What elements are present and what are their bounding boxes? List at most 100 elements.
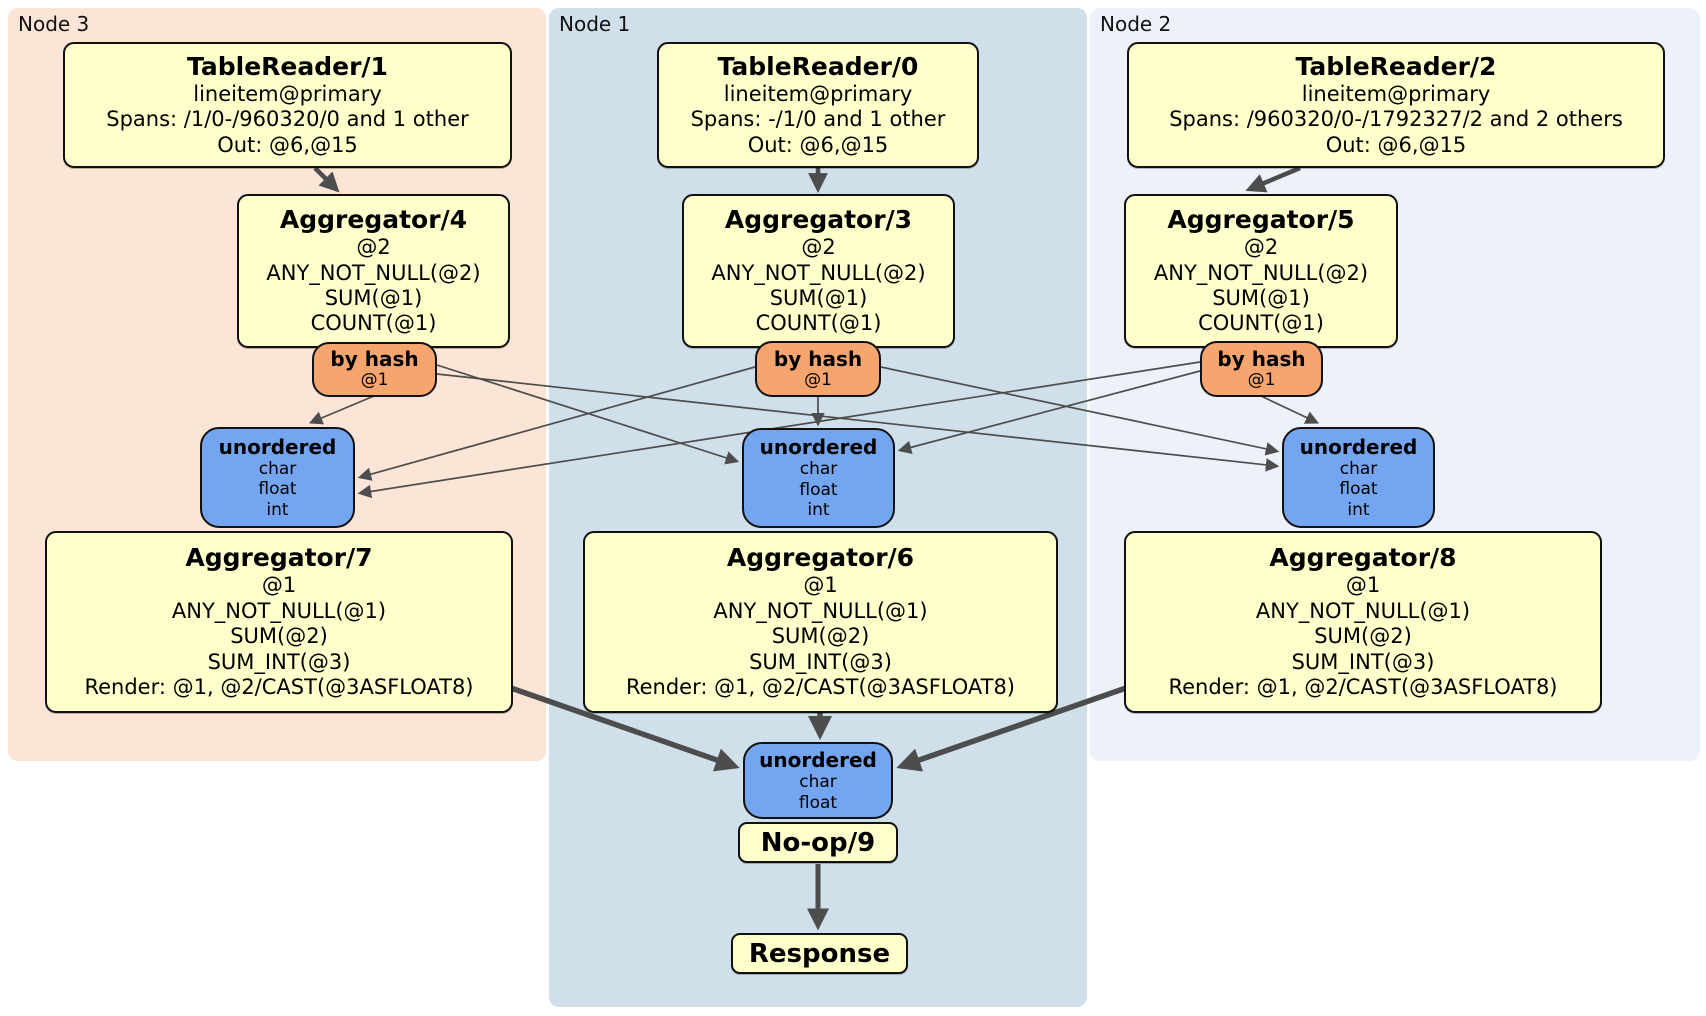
processor-row: lineitem@primary — [1301, 81, 1491, 106]
edge-tr2-agg5 — [1245, 165, 1301, 193]
sync-row: float — [258, 479, 297, 500]
processor-title: Aggregator/6 — [726, 543, 915, 573]
unordered-sync-node1: unordered char float int — [742, 428, 895, 528]
processor-row: Out: @6,@15 — [1325, 132, 1467, 157]
router-row: @1 — [360, 370, 389, 391]
processor-row: ANY_NOT_NULL(@2) — [711, 260, 926, 285]
processor-row: SUM_INT(@3) — [749, 649, 892, 674]
sync-row: int — [1347, 499, 1370, 520]
processor-row: COUNT(@1) — [755, 311, 882, 336]
edge-h2-u3 — [357, 361, 1201, 499]
sync-title: unordered — [218, 434, 337, 459]
tablereader-2-box: TableReader/2 lineitem@primary Spans: /9… — [1127, 42, 1665, 168]
edge-h1-u3 — [357, 366, 756, 481]
processor-row: COUNT(@1) — [310, 311, 437, 336]
node2-label: Node 2 — [1100, 12, 1172, 36]
processor-row: Out: @6,@15 — [217, 132, 358, 157]
processor-row: Spans: -/1/0 and 1 other — [690, 107, 946, 132]
processor-row: ANY_NOT_NULL(@1) — [1255, 598, 1471, 623]
processor-title: Aggregator/3 — [724, 205, 913, 235]
processor-row: SUM(@2) — [230, 624, 328, 649]
router-row: @1 — [1247, 369, 1276, 390]
processor-row: ANY_NOT_NULL(@2) — [1153, 260, 1369, 285]
processor-row: Out: @6,@15 — [747, 132, 889, 157]
processor-row: SUM(@2) — [771, 624, 870, 649]
edge-h3-u2 — [436, 373, 1280, 472]
processor-row: lineitem@primary — [723, 81, 913, 106]
sync-title: unordered — [759, 435, 878, 460]
sync-row: float — [799, 479, 838, 500]
processor-row: ANY_NOT_NULL(@2) — [266, 260, 481, 285]
hash-router-node2: by hash @1 — [1200, 341, 1323, 397]
edge-h2-u1 — [897, 370, 1201, 454]
processor-row: @2 — [801, 235, 836, 260]
processor-row: SUM(@1) — [769, 286, 868, 310]
edge-h3-u1 — [436, 364, 740, 465]
processor-row: SUM(@1) — [1212, 286, 1310, 310]
processor-row: Render: @1, @2/CAST(@3ASFLOAT8) — [1168, 675, 1558, 700]
processor-row: SUM(@2) — [1314, 624, 1412, 649]
sync-row: int — [807, 500, 830, 521]
processor-title: TableReader/0 — [717, 51, 919, 81]
aggregator-7-box: Aggregator/7 @1 ANY_NOT_NULL(@1) SUM(@2)… — [45, 531, 513, 713]
processor-row: Spans: /1/0-/960320/0 and 1 other — [106, 107, 469, 132]
processor-row: @1 — [803, 573, 838, 598]
unordered-sync-node3: unordered char float int — [200, 427, 355, 528]
edge-h1-u2 — [880, 366, 1280, 456]
router-title: by hash — [1217, 346, 1306, 371]
response-title: Response — [748, 938, 891, 969]
aggregator-8-box: Aggregator/8 @1 ANY_NOT_NULL(@1) SUM(@2)… — [1124, 531, 1602, 713]
processor-title: Aggregator/4 — [279, 205, 468, 235]
processor-row: @1 — [261, 573, 297, 598]
tablereader-0-box: TableReader/0 lineitem@primary Spans: -/… — [657, 42, 979, 168]
tablereader-1-box: TableReader/1 lineitem@primary Spans: /1… — [63, 42, 512, 168]
processor-title: TableReader/2 — [1295, 51, 1497, 81]
processor-row: lineitem@primary — [193, 81, 382, 106]
sync-row: float — [798, 792, 838, 813]
processor-row: @2 — [1243, 235, 1279, 260]
edge-tr1-agg4 — [313, 166, 340, 193]
processor-title: Aggregator/8 — [1269, 543, 1457, 573]
noop-title: No-op/9 — [760, 827, 876, 858]
edge-h3-u3 — [308, 395, 375, 425]
router-row: @1 — [804, 369, 832, 390]
processor-row: SUM_INT(@3) — [1291, 649, 1435, 674]
response-box: Response — [731, 933, 908, 974]
processor-row: SUM(@1) — [324, 286, 423, 310]
processor-row: @2 — [356, 235, 391, 260]
processor-row: ANY_NOT_NULL(@1) — [171, 598, 387, 623]
processor-title: Aggregator/7 — [185, 543, 373, 573]
aggregator-5-box: Aggregator/5 @2 ANY_NOT_NULL(@2) SUM(@1)… — [1124, 194, 1398, 348]
sync-row: float — [1339, 479, 1378, 500]
sync-row: int — [266, 499, 289, 520]
sync-row: char — [1339, 458, 1378, 479]
processor-row: COUNT(@1) — [1198, 311, 1324, 336]
sync-row: char — [799, 459, 838, 480]
hash-router-node1: by hash @1 — [755, 341, 881, 397]
router-title: by hash — [773, 346, 863, 371]
processor-title: TableReader/1 — [187, 51, 388, 81]
router-title: by hash — [330, 347, 419, 372]
unordered-sync-output: unordered char float — [743, 742, 893, 819]
sync-title: unordered — [1299, 434, 1418, 459]
processor-row: SUM_INT(@3) — [207, 649, 351, 674]
processor-row: Render: @1, @2/CAST(@3ASFLOAT8) — [625, 675, 1016, 700]
hash-router-node3: by hash @1 — [312, 342, 437, 397]
edge-agg7-out — [510, 685, 740, 772]
processor-title: Aggregator/5 — [1167, 205, 1355, 235]
sync-row: char — [258, 458, 297, 479]
processor-row: Spans: /960320/0-/1792327/2 and 2 others — [1169, 107, 1623, 132]
processor-row: Render: @1, @2/CAST(@3ASFLOAT8) — [84, 675, 474, 700]
unordered-sync-node2: unordered char float int — [1282, 427, 1435, 528]
node3-label: Node 3 — [18, 12, 90, 36]
aggregator-4-box: Aggregator/4 @2 ANY_NOT_NULL(@2) SUM(@1)… — [237, 194, 510, 348]
processor-row: ANY_NOT_NULL(@1) — [713, 598, 928, 623]
aggregator-3-box: Aggregator/3 @2 ANY_NOT_NULL(@2) SUM(@1)… — [682, 194, 955, 348]
edge-agg8-out — [896, 685, 1127, 772]
processor-row: @1 — [1345, 573, 1381, 598]
node1-label: Node 1 — [559, 12, 631, 36]
sync-title: unordered — [759, 748, 877, 773]
noop-box: No-op/9 — [738, 822, 898, 863]
